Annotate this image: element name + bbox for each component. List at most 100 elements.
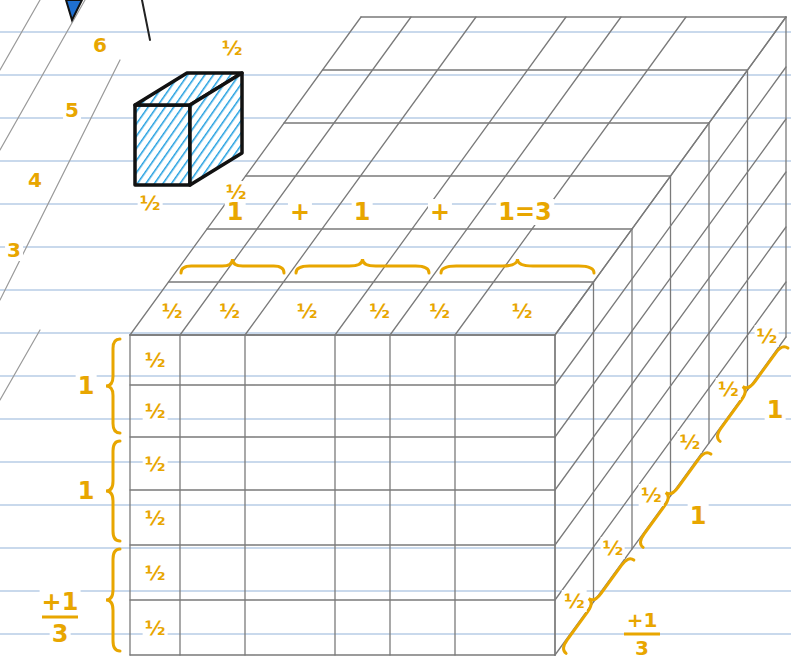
- ruled-line: [0, 246, 791, 247]
- curly-brace: [296, 259, 429, 273]
- dimension-label: ½: [716, 378, 741, 400]
- ruled-line: [0, 74, 791, 75]
- dimension-label: ½: [677, 431, 702, 453]
- grid-line: [244, 335, 245, 655]
- grid-line: [130, 436, 555, 437]
- grid-line: [454, 335, 455, 655]
- ruled-line: [0, 461, 791, 462]
- ruled-line: [0, 203, 791, 204]
- dimension-label: ½: [220, 37, 245, 59]
- curly-brace: [106, 441, 120, 541]
- grid-line: [554, 335, 555, 655]
- grid-line: [207, 228, 632, 229]
- ruled-line: [0, 117, 791, 118]
- grid-line: [130, 489, 555, 490]
- dimension-label: 4: [26, 169, 44, 191]
- grid-line: [130, 654, 555, 655]
- dimension-label: 5: [63, 99, 81, 121]
- partial-blue-shape: [66, 0, 82, 20]
- grid-line: [670, 176, 671, 496]
- grid-line: [130, 384, 555, 385]
- grid-line: [130, 599, 555, 600]
- grid-line: [555, 119, 786, 437]
- dimension-label: 1: [225, 199, 246, 225]
- grid-line: [554, 335, 555, 655]
- dimension-label: +1: [40, 589, 81, 615]
- dimension-label: ½: [143, 507, 168, 529]
- grid-line: [130, 544, 555, 545]
- dimension-label: 1: [765, 397, 786, 423]
- dimension-label: +: [428, 199, 452, 225]
- dimension-label: 3: [50, 621, 71, 647]
- ruled-line: [0, 375, 791, 376]
- partial-figure-line: [142, 0, 150, 40]
- grid-line: [785, 17, 786, 337]
- cube-face: [190, 73, 242, 185]
- curly-brace: [181, 259, 284, 273]
- grid-line: [555, 282, 786, 600]
- dimension-label: ½: [295, 300, 320, 322]
- dimension-label: ½: [510, 300, 535, 322]
- partial-figure-line: [0, 60, 120, 300]
- dimension-label: ½: [217, 300, 242, 322]
- dimension-label: ½: [143, 349, 168, 371]
- dimension-label: ½: [143, 562, 168, 584]
- dimension-label: ½: [639, 484, 664, 506]
- partial-figure-line: [0, 0, 40, 70]
- dimension-label: ½: [143, 617, 168, 639]
- curly-brace: [106, 549, 120, 651]
- dimension-label: ½: [367, 300, 392, 322]
- dimension-label: ½: [160, 300, 185, 322]
- grid-line: [555, 17, 786, 335]
- ruled-line: [0, 633, 791, 634]
- grid-line: [708, 123, 709, 443]
- dimension-label: 1: [76, 373, 97, 399]
- dimension-label: +: [288, 199, 312, 225]
- ruled-line: [0, 418, 791, 419]
- dimension-label: 1: [76, 478, 97, 504]
- grid-line: [747, 70, 748, 390]
- dimension-label: 3: [633, 637, 651, 659]
- partial-figure-line: [0, 0, 85, 150]
- sum-underline: [42, 616, 78, 619]
- curly-brace: [441, 259, 594, 273]
- grid-line: [631, 229, 632, 549]
- prism-grid: [0, 0, 786, 655]
- dimension-label: 6: [91, 34, 109, 56]
- notebook-lines: [0, 32, 791, 634]
- ruled-line: [0, 504, 791, 505]
- dimension-label: ½: [427, 300, 452, 322]
- dimension-label: 1=3: [496, 199, 554, 225]
- partial-figure-line: [0, 330, 40, 400]
- grid-line: [555, 67, 786, 385]
- ruled-line: [0, 31, 791, 32]
- ruled-line: [0, 289, 791, 290]
- grid-line: [361, 16, 786, 17]
- grid-line: [323, 69, 748, 70]
- dimension-label: 1: [352, 199, 373, 225]
- grid-line: [129, 335, 130, 655]
- grid-line: [334, 335, 335, 655]
- sum-underline: [624, 633, 660, 636]
- grid-line: [389, 335, 390, 655]
- dimension-label: ½: [143, 453, 168, 475]
- grid-line: [179, 335, 180, 655]
- ruled-line: [0, 160, 791, 161]
- grid-line: [284, 122, 709, 123]
- dimension-label: ½: [754, 325, 779, 347]
- dimension-label: 1: [688, 503, 709, 529]
- grid-line: [593, 282, 594, 602]
- dimension-label: ½: [138, 192, 163, 214]
- grid-line: [169, 281, 594, 282]
- dimension-label: ½: [562, 590, 587, 612]
- grid-line: [130, 334, 555, 335]
- dimension-label: +1: [625, 609, 660, 631]
- dimension-label: 3: [5, 239, 23, 261]
- half-unit-cube: [135, 73, 242, 185]
- grid-line: [246, 175, 671, 176]
- grid-line: [555, 172, 786, 490]
- dimension-label: ½: [143, 400, 168, 422]
- ruled-line: [0, 590, 791, 591]
